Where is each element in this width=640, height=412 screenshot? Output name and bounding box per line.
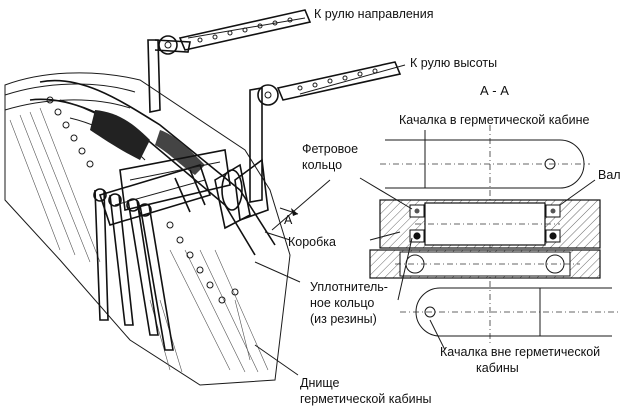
felt-ring-line1: Фетровое — [302, 142, 359, 156]
shaft-box-assembly — [98, 149, 251, 230]
seal-line1: Уплотнитель- — [310, 280, 388, 294]
section-mark-label: А — [284, 213, 293, 227]
box-label: Коробка — [288, 235, 336, 249]
leader-lines-right — [359, 130, 596, 351]
shaft-label: Вал — [598, 168, 621, 182]
elevator-rod — [257, 61, 402, 106]
elevator-label: К рулю высоты — [410, 56, 498, 70]
floor-line1: Днище — [300, 376, 340, 390]
felt-ring-line2: кольцо — [302, 158, 343, 172]
leader-lines-left — [187, 17, 406, 376]
rudder-lever — [147, 39, 191, 113]
rocker-outside-line2: кабины — [476, 361, 519, 375]
rocker-outside-line1: Качалка вне герметической — [440, 345, 601, 359]
seal-line2: ное кольцо — [310, 296, 375, 310]
rudder-rod — [158, 9, 312, 55]
cabin-wall — [4, 72, 291, 386]
pushrods — [93, 188, 174, 351]
rudder-label: К рулю направления — [314, 7, 434, 21]
section-view — [369, 125, 620, 345]
floor-line2: герметической кабины — [300, 392, 432, 406]
section-title: А - А — [480, 83, 509, 98]
seal-line3: (из резины) — [310, 312, 377, 326]
rocker-inside-label: Качалка в герметической кабине — [399, 113, 590, 127]
section-mark-arrow — [279, 207, 299, 216]
pulley-rollers — [46, 96, 239, 304]
